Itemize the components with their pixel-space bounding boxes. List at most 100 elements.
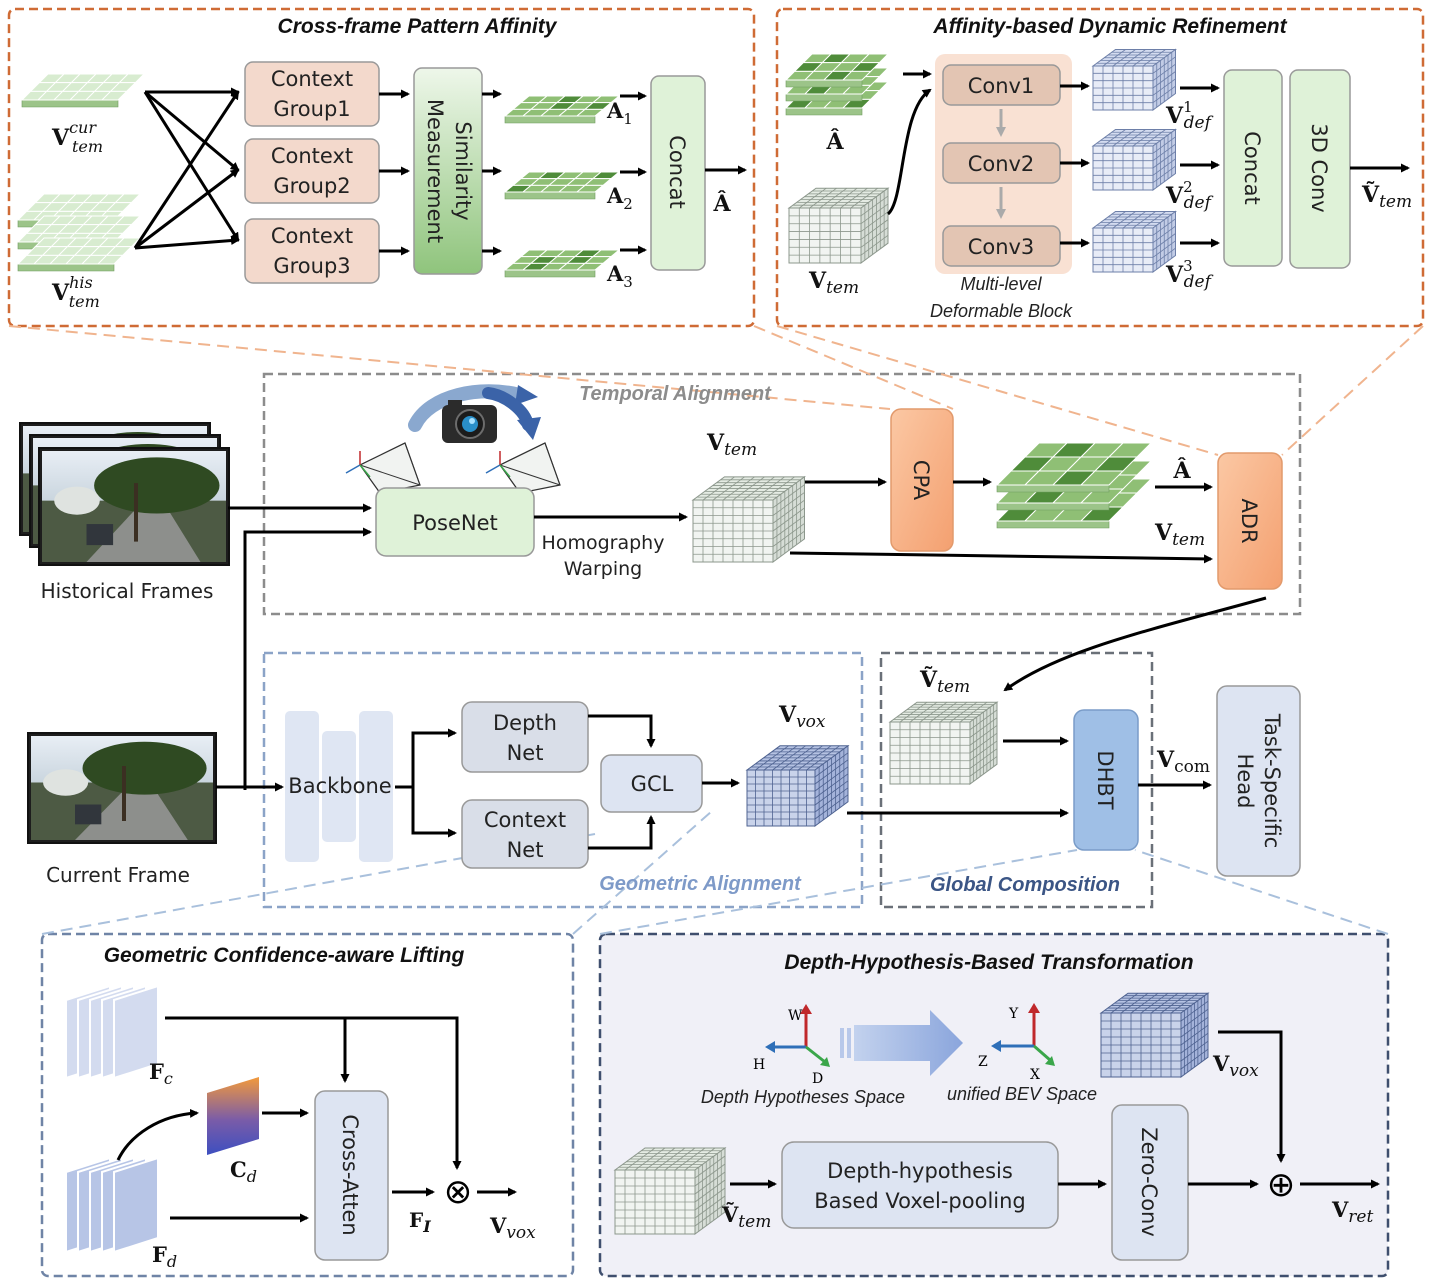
svg-text:Context: Context: [271, 224, 353, 248]
svg-text:PoseNet: PoseNet: [412, 511, 498, 535]
affinity-map-3: [503, 249, 621, 278]
v-ret-label: Vret: [1331, 1197, 1373, 1227]
v-com-label: Vcom: [1156, 747, 1210, 777]
fd-label: Fd: [152, 1242, 177, 1271]
concat-block-adr: Concat: [1223, 69, 1283, 267]
fc-label: Fc: [149, 1059, 173, 1088]
mid-a-hat-stack: [995, 442, 1153, 529]
svg-text:ADR: ADR: [1237, 498, 1261, 543]
vdef2-cube: [1091, 128, 1178, 191]
homography-label-2: Warping: [564, 558, 642, 580]
geometric-alignment-label: Geometric Alignment: [599, 873, 802, 895]
arrow-vvox-oplus: [1218, 1030, 1286, 1163]
depth-net-block: Depth Net: [461, 701, 589, 773]
svg-text:3D Conv: 3D Conv: [1307, 123, 1331, 212]
v-his-grid: [16, 237, 142, 272]
svg-text:Context: Context: [484, 808, 566, 832]
fd-feature-stack: [65, 1156, 159, 1254]
mid-v-tem-cube: [691, 475, 807, 563]
svg-text:Conv3: Conv3: [968, 235, 1035, 259]
mid-v-tem-label-2: Vtem: [1154, 520, 1205, 550]
adr-a-hat-label: Â: [825, 128, 844, 155]
vtilde-out-label: Ṽtem: [1361, 181, 1412, 212]
temporal-alignment-frame: [262, 372, 1302, 616]
global-composition-frame: [879, 651, 1154, 909]
camera-rotation-icon: [408, 384, 541, 443]
v-cur-grid: [20, 73, 146, 108]
svg-text:Measurement: Measurement: [423, 99, 447, 243]
homography-label-1: Homography: [542, 532, 665, 554]
svg-text:Net: Net: [507, 741, 544, 765]
affinity-map-1: [503, 95, 621, 124]
concat-block-cpa: Concat: [650, 75, 706, 271]
conv2-block: Conv2: [942, 142, 1061, 184]
adr-block: ADR: [1217, 452, 1283, 590]
arrow-vtem-adr: [789, 551, 1213, 564]
arrow-current-posenet: [243, 527, 372, 790]
adr-v-tem-cube: [787, 187, 890, 264]
otimes-operator: ⊗: [444, 1172, 473, 1212]
svg-text:Z: Z: [978, 1054, 988, 1070]
mid-vtilde-label: Ṽtem: [919, 666, 970, 697]
context-group-1: Context Group1: [244, 61, 380, 127]
svg-text:D: D: [812, 1071, 823, 1087]
zero-conv-block: Zero-Conv: [1111, 1104, 1189, 1261]
dhbt-title: Depth-Hypothesis-Based Transformation: [784, 951, 1193, 974]
gcl-feature-graphics: [65, 984, 159, 1254]
br-vtilde-cube: [613, 1147, 727, 1235]
block-caption-2: Deformable Block: [930, 301, 1073, 321]
middle-feature-graphics: [691, 442, 1153, 827]
affinity-maps: [503, 95, 621, 278]
dhbt-block: DHBT: [1073, 709, 1139, 851]
affinity-map-2: [503, 171, 621, 200]
arrow-adr-vtilde: [1003, 596, 1267, 692]
mid-v-vox-label: Vvox: [778, 702, 826, 732]
transform-big-arrow: [840, 1010, 963, 1076]
arrow-fc-otimes: [165, 1016, 462, 1170]
current-frame-label: Current Frame: [46, 863, 190, 887]
svg-text:Net: Net: [507, 838, 544, 862]
depth-space-caption: Depth Hypotheses Space: [701, 1087, 905, 1107]
svg-text:Zero-Conv: Zero-Conv: [1137, 1127, 1161, 1237]
a2-label: A2: [606, 183, 633, 213]
current-frame-photo: [27, 732, 217, 844]
svg-text:Context: Context: [271, 67, 353, 91]
svg-text:Similarity: Similarity: [451, 121, 475, 220]
adr-title: Affinity-based Dynamic Refinement: [932, 15, 1287, 38]
svg-text:W: W: [788, 1008, 803, 1024]
br-v-vox-label: Vvox: [1212, 1051, 1259, 1081]
bev-space-caption: unified BEV Space: [947, 1084, 1097, 1104]
mid-vtilde-cube: [888, 701, 999, 785]
camera-frustum-icons: [345, 442, 561, 494]
vdef1-cube: [1091, 48, 1178, 111]
adr-v-tem-label: Vtem: [808, 268, 859, 298]
similarity-measurement-block: Similarity Measurement: [413, 67, 483, 275]
temporal-alignment-label: Temporal Alignment: [579, 383, 772, 405]
task-specific-head-block: Task-Specific Head: [1216, 685, 1301, 877]
backbone-block: Backbone: [285, 711, 393, 862]
arrow-fd-cd: [116, 1108, 199, 1161]
cd-confidence-map: [207, 1077, 259, 1155]
a1-label: A1: [606, 98, 633, 128]
fc-feature-stack: [65, 984, 159, 1080]
svg-text:DHBT: DHBT: [1093, 750, 1117, 809]
frustum-right: [485, 442, 561, 494]
svg-text:Cross-Atten: Cross-Atten: [338, 1114, 362, 1235]
svg-text:Depth-hypothesis: Depth-hypothesis: [827, 1159, 1013, 1183]
a-hat-out-label: Â: [712, 190, 731, 217]
svg-text:Concat: Concat: [1240, 131, 1264, 204]
gcl-block: GCL: [600, 754, 703, 813]
br-vtilde-label: Ṽtem: [721, 1202, 771, 1232]
svg-text:Group1: Group1: [273, 97, 350, 121]
geometric-alignment-frame: [262, 651, 864, 909]
block-caption-1: Multi-level: [960, 274, 1042, 294]
mid-v-vox-cube: [745, 744, 850, 827]
context-group-2: Context Group2: [244, 138, 380, 204]
svg-text:Backbone: Backbone: [288, 774, 391, 798]
cross-atten-block: Cross-Atten: [314, 1090, 389, 1261]
